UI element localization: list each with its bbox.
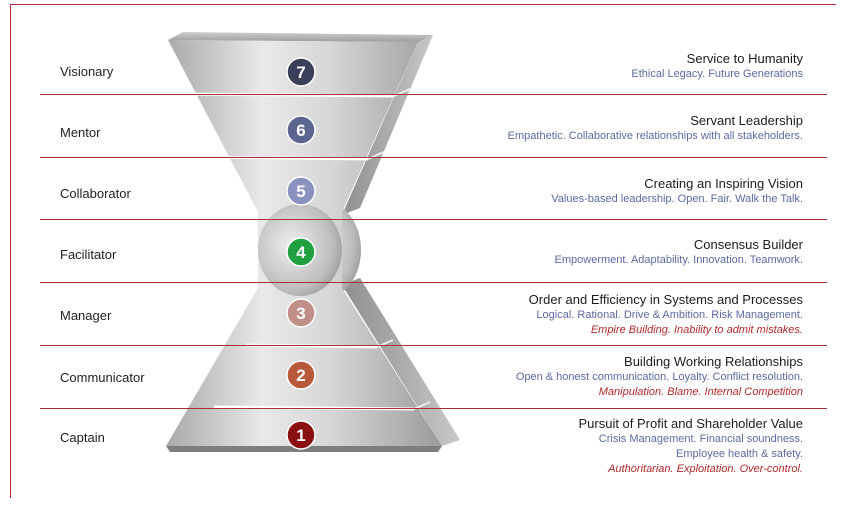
hourglass-top-cap [168,32,433,42]
level-4-description: Consensus Builder Empowerment. Adaptabil… [383,237,803,268]
level-badge-4: 4 [286,237,316,267]
level-desc: Ethical Legacy. Future Generations [631,68,803,80]
badge-circle [286,298,316,328]
level-badge-7: 7 [286,57,316,87]
level-desc: Logical. Rational. Drive & Ambition. Ris… [536,309,803,321]
level-badge-5: 5 [286,176,316,206]
level-desc: Empathetic. Collaborative relationships … [507,130,803,142]
level-title: Service to Humanity [686,51,803,66]
frame-left-border [10,4,11,498]
badge-number: 4 [296,243,306,262]
level-label-communicator: Communicator [60,370,145,385]
row-separator-line [40,345,827,346]
level-5-description: Creating an Inspiring Vision Values-base… [383,176,803,207]
level-badge-3: 3 [286,298,316,328]
level-3-description: Order and Efficiency in Systems and Proc… [383,292,803,338]
badge-circle [286,57,316,87]
level-desc: Open & honest communication. Loyalty. Co… [515,371,803,383]
level-title: Servant Leadership [690,113,803,128]
hourglass-lower-side [342,278,460,446]
badge-circle [286,176,316,206]
level-7-description: Service to Humanity Ethical Legacy. Futu… [383,51,803,82]
level-negative: Authoritarian. Exploitation. Over-contro… [608,463,803,475]
badge-circle [286,420,316,450]
badge-number: 2 [296,366,305,385]
level-2-description: Building Working Relationships Open & ho… [383,354,803,400]
badge-number: 5 [296,182,305,201]
level-label-visionary: Visionary [60,64,114,79]
level-title: Creating an Inspiring Vision [644,176,803,191]
row-separator-line [40,157,827,158]
level-desc: Crisis Management. Financial soundness. [598,433,803,445]
level-negative: Manipulation. Blame. Internal Competitio… [598,386,803,398]
row-separator-line [40,282,827,283]
level-badge-2: 2 [286,360,316,390]
badge-number: 1 [296,426,305,445]
level-6-description: Servant Leadership Empathetic. Collabora… [383,113,803,144]
level-label-manager: Manager [60,308,112,323]
row-separator-line [40,94,827,95]
row-separator-line [40,219,827,220]
level-badge-6: 6 [286,115,316,145]
hourglass-upper-side [342,35,433,215]
badge-circle [286,237,316,267]
level-badge-1: 1 [286,420,316,450]
level-title: Building Working Relationships [624,354,803,369]
level-title: Pursuit of Profit and Shareholder Value [578,416,803,431]
badge-number: 3 [296,304,305,323]
level-desc: Values-based leadership. Open. Fair. Wal… [551,193,803,205]
level-desc: Empowerment. Adaptability. Innovation. T… [554,254,803,266]
level-label-collaborator: Collaborator [60,186,131,201]
level-1-description: Pursuit of Profit and Shareholder Value … [383,416,803,477]
level-label-mentor: Mentor [60,125,101,140]
level-title: Order and Efficiency in Systems and Proc… [528,292,803,307]
row-separator-line [40,408,827,409]
level-title: Consensus Builder [693,237,803,252]
badge-circle [286,115,316,145]
badge-number: 7 [296,63,305,82]
frame-top-border [10,4,836,5]
level-label-facilitator: Facilitator [60,247,117,262]
level-negative: Empire Building. Inability to admit mist… [590,324,803,336]
level-desc: Employee health & safety. [676,448,803,460]
badge-number: 6 [296,121,305,140]
level-label-captain: Captain [60,430,105,445]
badge-circle [286,360,316,390]
